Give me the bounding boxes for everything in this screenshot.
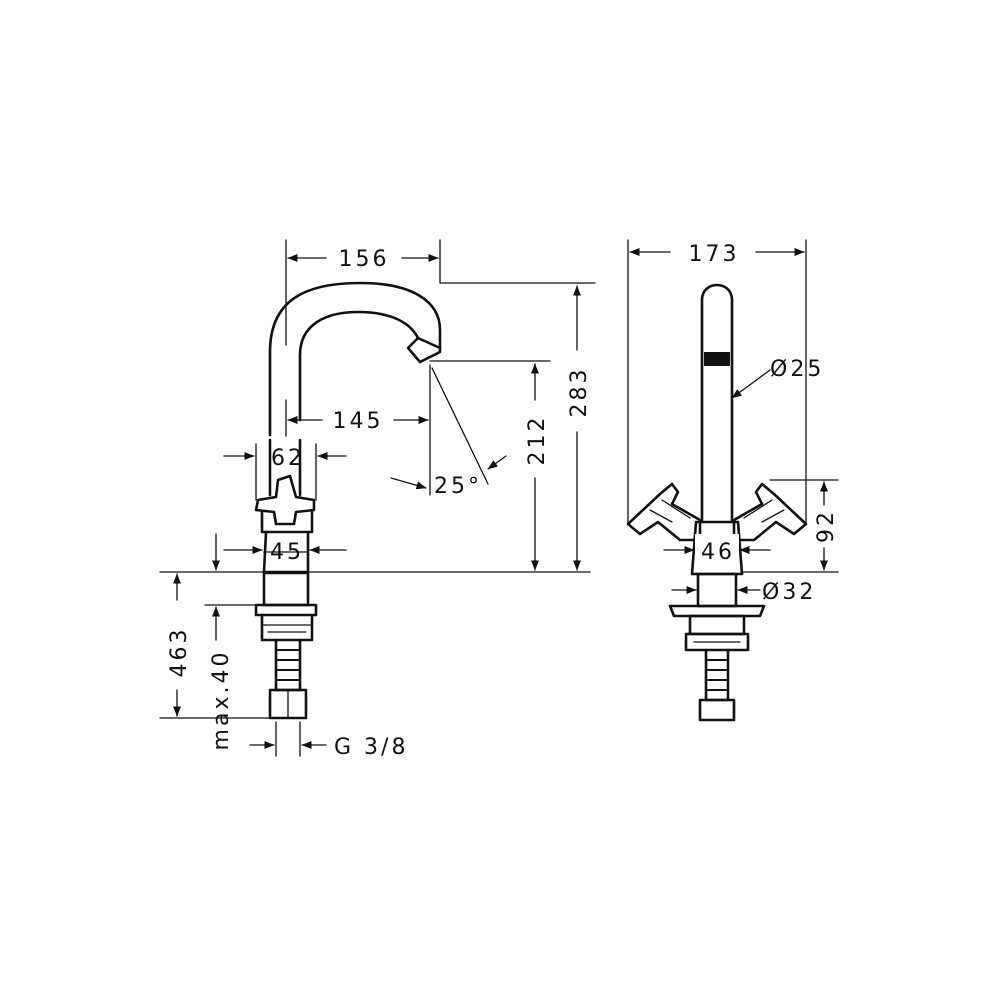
dim-handle-span: 173 (627, 239, 807, 525)
dim-label-145: 145 (333, 409, 384, 434)
dim-handle-height: 92 (741, 479, 839, 573)
dim-label-173: 173 (689, 242, 740, 267)
dim-spout-height: 212 (429, 360, 551, 571)
dim-spout-angle: 25° (390, 367, 507, 499)
dim-handle-width: 62 (223, 443, 347, 501)
dim-total-height: 283 (439, 282, 596, 571)
dim-label-212: 212 (525, 415, 550, 466)
dim-spout-reach: 156 (285, 239, 441, 346)
dim-label-thread: G 3/8 (334, 735, 408, 760)
dim-spout-offset: 145 (285, 364, 431, 496)
dim-label-156: 156 (339, 247, 390, 272)
dim-label-o25: Ø25 (770, 357, 824, 382)
cross-handle (254, 438, 316, 534)
dim-thread: G 3/8 (249, 721, 408, 760)
dim-label-92: 92 (814, 509, 839, 543)
dim-label-o32: Ø32 (762, 580, 816, 605)
dim-label-62: 62 (271, 446, 305, 471)
dim-label-283: 283 (567, 367, 592, 418)
spout-outline (268, 281, 442, 437)
dim-front-body-width: 46 (663, 534, 771, 565)
front-body (690, 520, 744, 576)
dim-max-thickness: max.40 (204, 533, 257, 751)
dim-spout-diameter: Ø25 (731, 357, 824, 399)
base-and-shank (254, 571, 318, 720)
dim-shank-length: 463 (159, 573, 271, 719)
dim-label-angle: 25° (434, 474, 482, 499)
front-right-handle (732, 482, 808, 542)
front-base-and-shank (668, 572, 766, 722)
dim-body-width: 45 (223, 540, 347, 565)
side-view: 156 283 212 145 25° (159, 239, 596, 760)
front-spout (700, 283, 734, 522)
dim-label-max40: max.40 (209, 650, 234, 751)
dim-label-463: 463 (167, 627, 192, 678)
front-view: 173 Ø25 92 46 Ø32 (626, 239, 839, 722)
dim-label-46: 46 (701, 540, 735, 565)
front-left-handle (626, 482, 702, 542)
dim-label-45: 45 (270, 540, 304, 565)
dim-base-diameter: Ø32 (671, 580, 816, 605)
